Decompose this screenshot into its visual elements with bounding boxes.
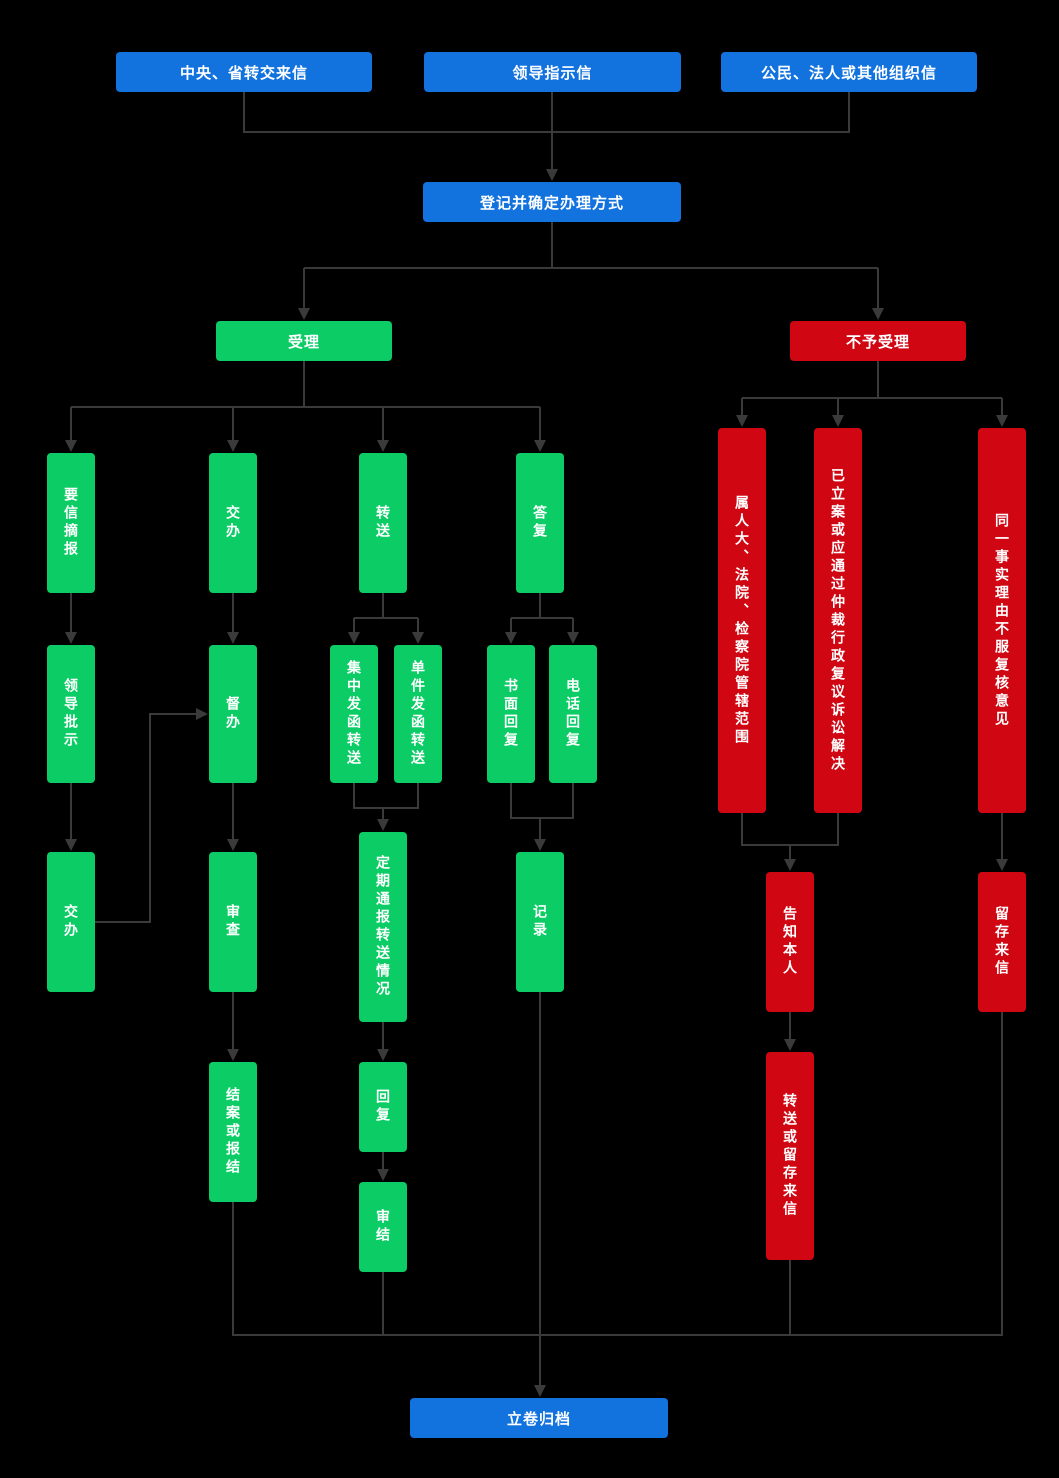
node-periodic-report: 定期通报转送情况 [359, 832, 407, 1022]
node-reply-back: 回复 [359, 1062, 407, 1152]
node-archive: 立卷归档 [410, 1398, 668, 1438]
node-assign-again: 交办 [47, 852, 95, 992]
node-batch-letter-transfer: 集中发函转送 [330, 645, 378, 783]
node-reply: 答复 [516, 453, 564, 593]
node-letter-abstract: 要信摘报 [47, 453, 95, 593]
node-notify-person: 告知本人 [766, 872, 814, 1012]
node-phone-reply: 电话回复 [549, 645, 597, 783]
node-npc-court-scope: 属人大、法院、检察院管辖范围 [718, 428, 766, 813]
node-leader-note: 领导批示 [47, 645, 95, 783]
node-register: 登记并确定办理方式 [423, 182, 681, 222]
node-close-or-report: 结案或报结 [209, 1062, 257, 1202]
node-source-leader: 领导指示信 [424, 52, 681, 92]
node-same-fact-no-accept: 同一事实理由不服复核意见 [978, 428, 1026, 813]
node-assign: 交办 [209, 453, 257, 593]
node-transfer-or-keep: 转送或留存来信 [766, 1052, 814, 1260]
node-supervise: 督办 [209, 645, 257, 783]
node-source-citizen: 公民、法人或其他组织信 [721, 52, 977, 92]
node-review: 审查 [209, 852, 257, 992]
node-written-reply: 书面回复 [487, 645, 535, 783]
node-review-close: 审结 [359, 1182, 407, 1272]
node-accept: 受理 [216, 321, 392, 361]
node-transfer: 转送 [359, 453, 407, 593]
node-keep-letter: 留存来信 [978, 872, 1026, 1012]
node-source-central: 中央、省转交来信 [116, 52, 372, 92]
node-single-letter-transfer: 单件发函转送 [394, 645, 442, 783]
node-filed-or-arbitration: 已立案或应通过仲裁行政复议诉讼解决 [814, 428, 862, 813]
node-record: 记录 [516, 852, 564, 992]
flow-edges [65, 92, 1008, 1397]
node-reject: 不予受理 [790, 321, 966, 361]
